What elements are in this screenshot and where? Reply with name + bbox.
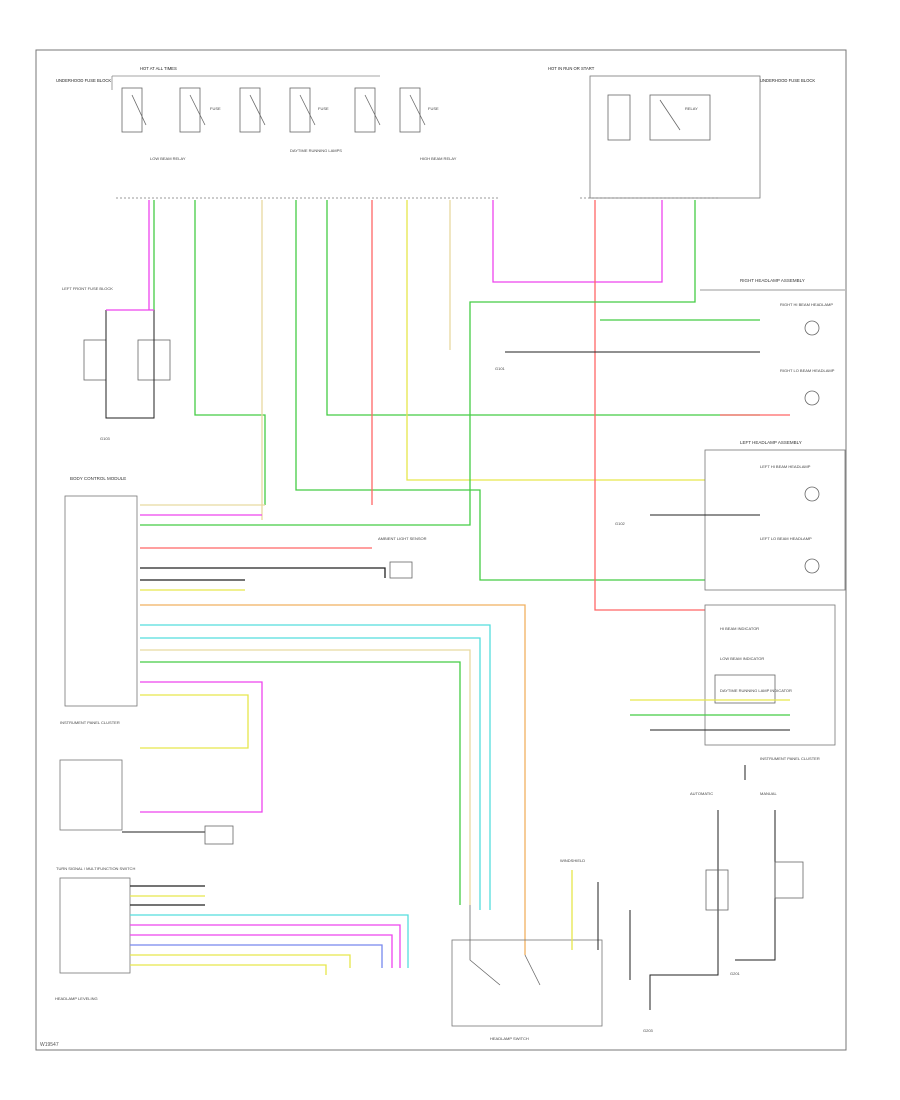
instrument-panel-cluster-left: INSTRUMENT PANEL CLUSTER xyxy=(59,720,234,845)
left-lo-beam-label: LEFT LO BEAM HEADLAMP xyxy=(760,536,812,541)
headlamp-switch: WINDSHIELD HEADLAMP SWITCH xyxy=(451,858,631,1041)
hot-at-all-times-label: HOT AT ALL TIMES xyxy=(140,66,177,71)
left-fuse-block: LEFT FRONT FUSE BLOCK G103 xyxy=(62,286,171,441)
turn-signal-switch: TURN SIGNAL / MULTIFUNCTION SWITCH HEADL… xyxy=(55,866,409,1001)
ambient-light-sensor-label: AMBIENT LIGHT SENSOR xyxy=(378,536,427,541)
bcm-label: BODY CONTROL MODULE xyxy=(70,476,126,481)
low-beam-relay-label: LOW BEAM RELAY xyxy=(150,156,186,161)
left-fuse-block-label: LEFT FRONT FUSE BLOCK xyxy=(62,286,113,291)
fuse-label-2: FUSE xyxy=(318,106,329,111)
windshield-label: WINDSHIELD xyxy=(560,858,585,863)
fuse-label-3: FUSE xyxy=(428,106,439,111)
relay-label-right: RELAY xyxy=(685,106,698,111)
vertical-wires xyxy=(140,200,760,611)
ground-g203-label: G203 xyxy=(643,1028,654,1033)
right-headlamp-assembly: RIGHT HEADLAMP ASSEMBLY RIGHT HI BEAM HE… xyxy=(495,278,845,416)
ipc-right-label: INSTRUMENT PANEL CLUSTER xyxy=(760,756,820,761)
left-hi-beam-label: LEFT HI BEAM HEADLAMP xyxy=(760,464,811,469)
ic-daytime-label: DAYTIME RUNNING LAMP INDICATOR xyxy=(720,688,792,693)
ipc-left-label: INSTRUMENT PANEL CLUSTER xyxy=(60,720,120,725)
right-lo-beam-label: RIGHT LO BEAM HEADLAMP xyxy=(780,368,835,373)
headlamp-switch-label: HEADLAMP SWITCH xyxy=(490,1036,529,1041)
right-hi-beam-label: RIGHT HI BEAM HEADLAMP xyxy=(780,302,833,307)
manual-label: MANUAL xyxy=(760,791,777,796)
high-beam-relay-label: HIGH BEAM RELAY xyxy=(420,156,457,161)
ground-g103-label: G103 xyxy=(100,436,111,441)
fuse-label-1: FUSE xyxy=(210,106,221,111)
automatic-label: AUTOMATIC xyxy=(690,791,713,796)
ground-g101-label: G101 xyxy=(495,366,506,371)
underhood-fuse-block-left-label: UNDERHOOD FUSE BLOCK xyxy=(56,78,111,83)
body-control-module: BODY CONTROL MODULE AMBIENT LIGHT SENSOR xyxy=(64,476,526,955)
ic-hi-beam-label: HI BEAM INDICATOR xyxy=(720,626,759,631)
left-headlamp-assembly: LEFT HEADLAMP ASSEMBLY LEFT HI BEAM HEAD… xyxy=(615,440,846,591)
hot-in-run-label: HOT IN RUN OR START xyxy=(548,66,595,71)
daytime-running-label: DAYTIME RUNNING LAMPS xyxy=(290,148,342,153)
underhood-fuse-block-left: UNDERHOOD FUSE BLOCK HOT AT ALL TIMES FU… xyxy=(56,66,500,199)
ic-low-beam-label: LOW BEAM INDICATOR xyxy=(720,656,764,661)
headlamp-leveling-label: HEADLAMP LEVELING xyxy=(55,996,98,1001)
instrument-panel-cluster-right: HI BEAM INDICATOR LOW BEAM INDICATOR DAY… xyxy=(630,604,836,761)
turn-signal-switch-label: TURN SIGNAL / MULTIFUNCTION SWITCH xyxy=(56,866,135,871)
auto-manual-switch: AUTOMATIC MANUAL G201 G203 xyxy=(643,765,804,1033)
underhood-fuse-block-right: HOT IN RUN OR START UNDERHOOD FUSE BLOCK… xyxy=(548,66,815,199)
diagram-frame xyxy=(35,49,847,1051)
ground-g201-label: G201 xyxy=(730,971,741,976)
ground-g102-label: G102 xyxy=(615,521,626,526)
underhood-fuse-block-right-label: UNDERHOOD FUSE BLOCK xyxy=(760,78,815,83)
right-headlamp-assembly-label: RIGHT HEADLAMP ASSEMBLY xyxy=(740,278,805,283)
diagram-code: W19547 xyxy=(40,1042,59,1048)
left-headlamp-assembly-label: LEFT HEADLAMP ASSEMBLY xyxy=(740,440,802,445)
